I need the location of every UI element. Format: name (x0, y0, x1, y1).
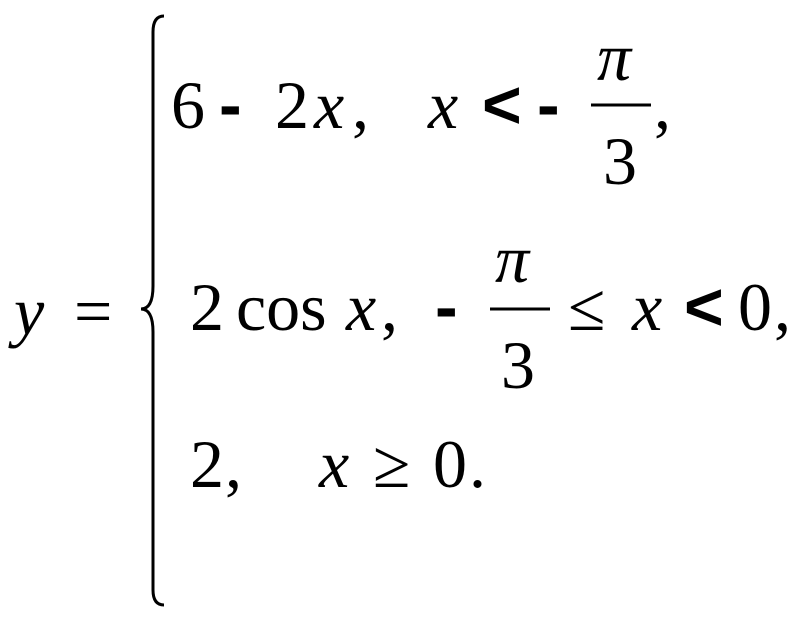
case2-function-cos: cos (236, 269, 327, 345)
case3-greater-equal: ≥ (373, 426, 410, 502)
equals-sign: = (74, 273, 112, 349)
case1-frac-denominator: 3 (603, 123, 637, 199)
case3-bound: 0 (433, 426, 467, 502)
case2-less-equal: ≤ (568, 269, 605, 345)
case2-cond-minus: - (435, 269, 458, 345)
case1-comma: , (352, 67, 369, 143)
case2-frac-denominator: 3 (501, 327, 535, 403)
case-row-2: 2 cos x , - π 3 ≤ x < 0 , (190, 221, 791, 403)
case-row-3: 2 , x ≥ 0 . (190, 426, 486, 502)
case1-coefficient: 2 (275, 67, 309, 143)
case-row-1: 6 - 2 x , x < - π 3 , (171, 19, 671, 199)
case1-cond-comma: , (654, 67, 671, 143)
case3-period: . (469, 426, 486, 502)
case2-cond-comma: , (774, 269, 791, 345)
case1-cond-variable: x (427, 67, 458, 143)
left-curly-brace (140, 14, 165, 607)
case1-less-than: < (482, 67, 522, 143)
case3-constant: 2 (190, 426, 224, 502)
case3-comma: , (225, 426, 242, 502)
case2-bound: 0 (738, 269, 772, 345)
lhs-variable: y (8, 273, 45, 349)
case2-frac-numerator: π (495, 221, 531, 297)
case1-frac-numerator: π (597, 19, 633, 95)
case1-variable: x (313, 67, 344, 143)
case2-comma: , (381, 269, 398, 345)
case1-constant: 6 (171, 67, 205, 143)
case1-cond-minus: - (537, 67, 560, 143)
case2-variable: x (345, 269, 376, 345)
case2-coefficient: 2 (190, 269, 224, 345)
case1-minus-sign: - (219, 67, 242, 143)
case2-less-than: < (684, 269, 724, 345)
case3-cond-variable: x (318, 426, 349, 502)
case2-cond-variable: x (631, 269, 662, 345)
